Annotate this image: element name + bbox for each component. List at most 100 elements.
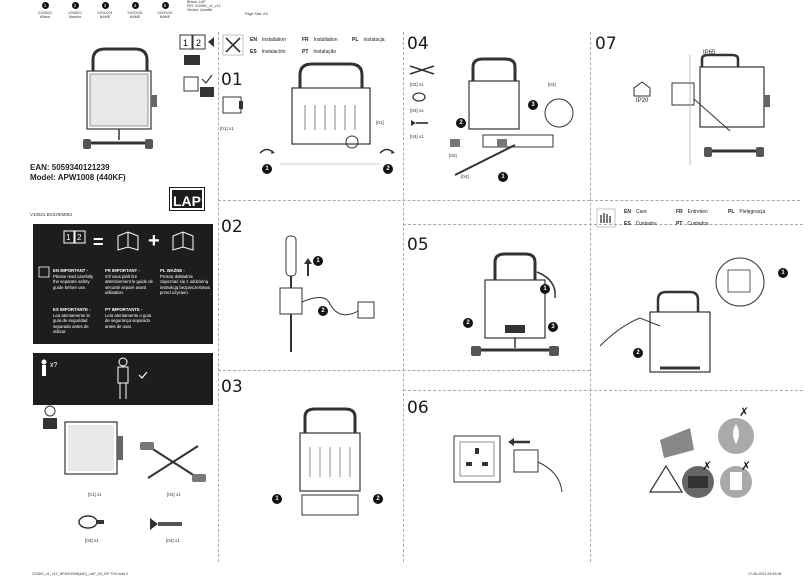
- footer-right: 17-06-2021 09:43:08: [748, 572, 782, 576]
- ip65-label: IP65: [703, 50, 716, 56]
- approval-date: 21/05/21: [38, 11, 52, 15]
- important-fr-title: IMPORTANT -: [111, 268, 140, 273]
- section-01-illustration: [280, 62, 380, 165]
- box-icon: 1 2: [63, 230, 86, 244]
- rotate-arrow-icon: [379, 148, 395, 154]
- important-es: ES IMPORTANTE - Lea atentamente la guía …: [53, 307, 99, 335]
- ean-text: EAN: 5059340121239: [30, 163, 110, 172]
- section-05-number: 05: [407, 235, 429, 255]
- important-en-title: IMPORTANT -: [60, 268, 89, 273]
- s04-part-04-label: [04] x1: [410, 134, 424, 139]
- approval-name: NAME: [129, 15, 141, 19]
- part-03-clamp: [78, 515, 104, 529]
- vendor-line: Vendor: Aurafile: [187, 8, 213, 12]
- part-01-label: [01] x1: [88, 492, 102, 497]
- part-02-small-icon: [409, 65, 435, 75]
- step-1-badge: 1: [540, 284, 550, 294]
- safety-book-icon: [172, 231, 194, 251]
- part-04-label: [04] x1: [166, 538, 180, 543]
- part-03-label: [03] x1: [85, 538, 99, 543]
- s04-part-02-label: [02] x1: [410, 82, 424, 87]
- section-05-illustration: [471, 252, 559, 356]
- part-01-label: [01] x1: [220, 126, 234, 131]
- s04-part-02-callout: [02]: [449, 153, 457, 158]
- cover-light-illustration: [83, 47, 157, 149]
- svg-text:1: 1: [66, 233, 71, 242]
- step-1-badge: 1: [778, 268, 788, 278]
- important-pl: PL WAŻNE - Proszę dokładnie zapoznać się…: [160, 268, 210, 296]
- step-1-badge: 1: [498, 172, 508, 182]
- svg-text:2: 2: [77, 233, 82, 242]
- section-03-illustration: [299, 407, 361, 516]
- fold-line: [403, 390, 803, 391]
- approval-date: XX/XX/21: [97, 11, 113, 15]
- section-01-part-callout: [01]: [376, 120, 384, 125]
- step-bullet: 3: [101, 2, 109, 9]
- approval-item-1: 1 21/05/21 Wilson: [30, 0, 60, 19]
- fold-line: [590, 200, 800, 201]
- step-3-badge: 3: [548, 322, 558, 332]
- step-2-badge: 2: [463, 318, 473, 328]
- box-open-icon: [43, 405, 57, 429]
- step-1-badge: 1: [272, 494, 282, 504]
- approval-item-2: 2 12/06/21 Marsha: [60, 0, 90, 19]
- person-standing-icon: [117, 357, 129, 399]
- meta-block: Brand: LAP PID: 219981_v1_v12 Vendor: Au…: [187, 0, 221, 12]
- important-pt-body: Leia atentamente o guia de segurança sep…: [105, 312, 152, 329]
- ip20-label: IP20: [636, 98, 649, 104]
- step-bullet: 2: [71, 2, 79, 9]
- s04-part-03-callout: [03]: [548, 82, 556, 87]
- approval-name: NAME: [159, 15, 171, 19]
- fold-line: [403, 224, 803, 225]
- approval-name: NAME: [99, 15, 111, 19]
- svg-text:2: 2: [196, 38, 201, 48]
- wall-socket-illustration: [453, 435, 563, 493]
- step-2-badge: 2: [318, 306, 328, 316]
- approval-date: 12/06/21: [68, 11, 82, 15]
- section-03-number: 03: [221, 377, 243, 397]
- step-2-badge: 2: [383, 164, 393, 174]
- approval-name: Marsha: [69, 15, 81, 19]
- fold-line: [218, 370, 590, 371]
- box-contents-icon: 1 2: [179, 34, 214, 97]
- manual-icon: [117, 231, 139, 251]
- part-04-small-icon: [411, 120, 428, 126]
- step-2-badge: 2: [456, 118, 466, 128]
- part-02-label: [02] x1: [167, 492, 181, 497]
- step-1-badge: 1: [262, 164, 272, 174]
- fold-line: [590, 32, 591, 562]
- step-bullet: 4: [131, 2, 139, 9]
- important-pl-title: WAŻNE -: [166, 268, 185, 273]
- x-icon: ✗: [741, 459, 752, 473]
- fold-line: [218, 200, 590, 201]
- approval-name: Wilson: [39, 15, 51, 19]
- section-07-number: 07: [595, 34, 617, 54]
- footer-left: 221801_v1_v12_NPWS1008(440)_LAP_A3_DR TS…: [32, 572, 129, 576]
- page-size: Page Size: A3: [245, 12, 268, 16]
- pid-line: PID: 219981_v1_v12: [187, 4, 221, 8]
- step-3-badge: 3: [528, 100, 538, 110]
- approval-header: 1 21/05/21 Wilson 2 12/06/21 Marsha 3 XX…: [30, 0, 268, 22]
- s04-part-04-callout: [04]: [461, 174, 469, 179]
- product-code: V10621 BX220IM/B3: [30, 212, 73, 217]
- important-en: EN IMPORTANT - Please read carefully the…: [53, 268, 99, 290]
- plus-icon: +: [148, 230, 160, 252]
- approval-item-4: 4 XX/XX/21 NAME: [120, 0, 150, 19]
- section-07-illustration: [671, 53, 770, 165]
- lang-fr: FR: [105, 268, 111, 273]
- step-2-badge: 2: [373, 494, 383, 504]
- equals-icon: =: [93, 232, 104, 252]
- house-icon: [633, 81, 651, 97]
- persons-count: x?: [50, 362, 58, 369]
- x-icon: ✗: [702, 459, 713, 473]
- svg-text:1: 1: [183, 38, 188, 48]
- persons-box: x?: [33, 353, 213, 405]
